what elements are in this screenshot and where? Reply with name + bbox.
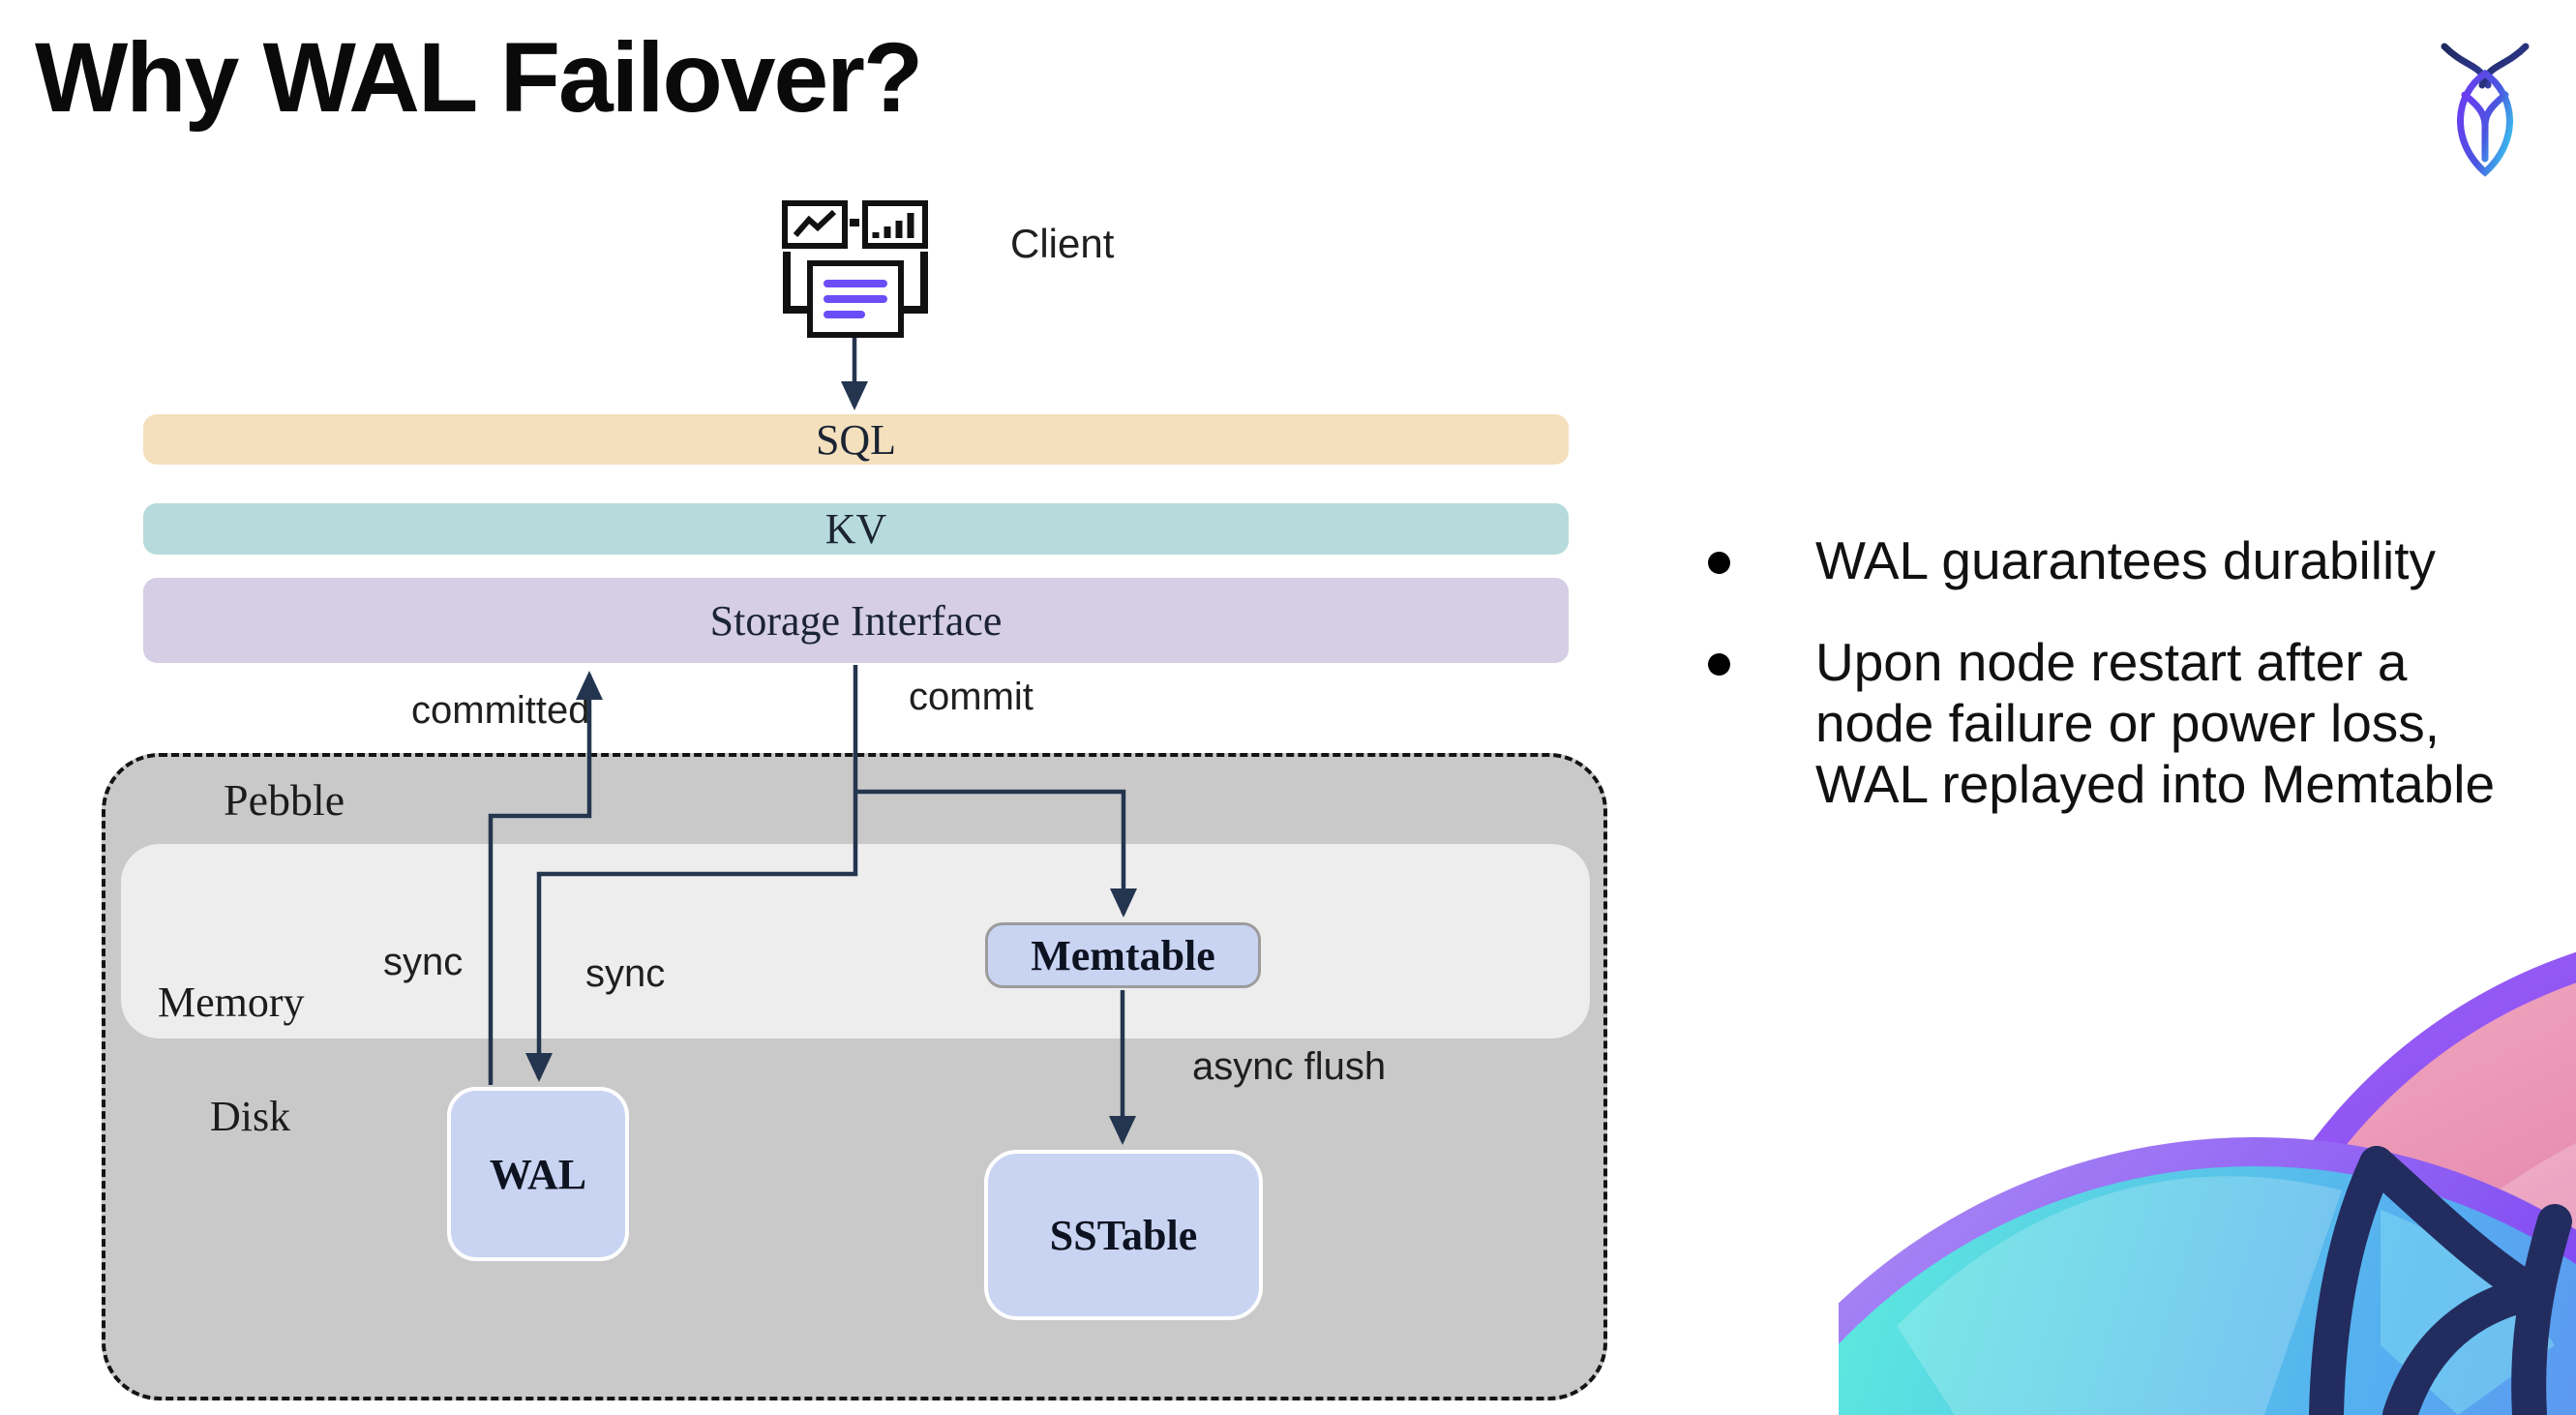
wal-box: WAL [447, 1087, 629, 1261]
bullet-item: Upon node restart after a node failure o… [1708, 632, 2540, 815]
bullet-dot-icon [1708, 552, 1730, 574]
cockroachdb-logo-icon [2441, 43, 2530, 177]
memtable-label: Memtable [1031, 931, 1215, 979]
layer-label-storage: Storage Interface [709, 596, 1003, 645]
brand-art-graphic [1839, 951, 2576, 1415]
bullet-text: Upon node restart after a node failure o… [1815, 632, 2496, 814]
memory-band [121, 844, 1590, 1039]
layer-bar-sql: SQL [143, 414, 1569, 465]
layer-label-sql: SQL [815, 415, 897, 464]
sstable-box: SSTable [984, 1150, 1263, 1320]
committed-edge-label: committed [411, 689, 590, 732]
page-title: Why WAL Failover? [35, 22, 923, 133]
client-dashboards-icon [782, 200, 928, 338]
layer-bar-storage: Storage Interface [143, 578, 1569, 663]
bullet-list: WAL guarantees durability Upon node rest… [1708, 530, 2540, 856]
pebble-label: Pebble [224, 775, 345, 825]
sync-right-edge-label: sync [585, 952, 666, 995]
memory-zone-label: Memory [158, 978, 305, 1026]
commit-edge-label: commit [909, 676, 1033, 718]
layer-label-kv: KV [824, 505, 887, 553]
disk-zone-label: Disk [210, 1093, 291, 1140]
async-flush-edge-label: async flush [1192, 1045, 1387, 1088]
memtable-box: Memtable [985, 922, 1261, 988]
bullet-text: WAL guarantees durability [1815, 530, 2436, 590]
layer-bar-kv: KV [143, 503, 1569, 555]
bullet-item: WAL guarantees durability [1708, 530, 2540, 591]
wal-label: WAL [489, 1150, 587, 1198]
sstable-label: SSTable [1049, 1211, 1198, 1259]
sync-left-edge-label: sync [383, 941, 464, 983]
bullet-dot-icon [1708, 653, 1730, 676]
client-label: Client [1010, 221, 1115, 266]
